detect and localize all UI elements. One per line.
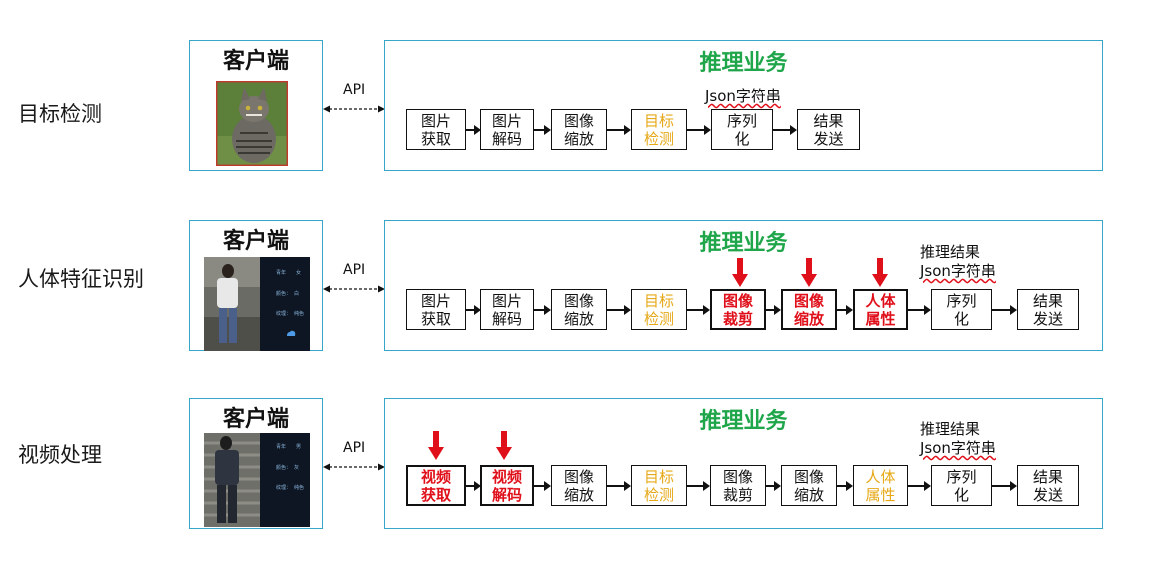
service-title: 推理业务 [699,50,788,76]
dashed-double-arrow-icon [323,463,385,471]
step-image-fetch: 图片 获取 [406,289,466,330]
step-image-fetch: 图片 获取 [406,109,466,150]
service-box: 推理业务 推理结果 Json字符串 图片 获取 图片 解码 图像 缩放 目标 检… [384,220,1103,351]
row-object-detection: 目标检测 客户端 API 推理业 [0,40,1165,175]
flow-arrow [992,305,1017,315]
service-title: 推理业务 [699,408,788,434]
flow-arrow [908,481,931,491]
result-note-line2: Json字符串 [920,262,996,280]
result-note-line1: 推理结果 [920,243,981,261]
flow-arrow [466,305,481,315]
step-human-attribute: 人体 属性 [853,289,908,330]
row-label: 人体特征识别 [18,267,144,291]
client-box: 客户端 青年 男 颜色： 灰 纹理： 纯色 [189,398,323,529]
api-label: API [343,440,366,456]
cloud-icon [287,330,296,336]
service-box: 推理业务 Json字符串 图片 获取 图片 解码 图像 缩放 目标 检测 序列 … [384,40,1103,171]
client-title: 客户端 [222,228,289,254]
step-serialize: 序列 化 [931,465,992,506]
row-label: 目标检测 [18,102,102,126]
flow-arrow [607,481,631,491]
flow-arrow [607,125,631,135]
api-label: API [343,262,366,278]
attr-gender: 女 [296,270,302,276]
step-video-fetch: 视频 获取 [406,465,466,506]
flow-arrow [534,125,551,135]
step-image-decode: 图片 解码 [480,109,534,150]
attr-color-value: 白 [294,291,300,297]
flow-arrow [766,305,781,315]
step-object-detection: 目标 检测 [631,465,687,506]
flow-arrow [466,125,481,135]
result-note-line1: 推理结果 [920,420,981,438]
flow-arrow [908,305,931,315]
dashed-double-arrow-icon [323,105,385,113]
step-video-decode: 视频 解码 [480,465,534,506]
attr-age: 青年 [276,444,287,450]
cat-photo [216,81,288,166]
person-photo: 青年 男 颜色： 灰 纹理： 纯色 [204,433,310,527]
step-serialize: 序列 化 [711,109,773,150]
red-down-arrow-icon [732,258,748,287]
flow-arrow [992,481,1017,491]
step-send-result: 结果 发送 [1017,289,1079,330]
step-object-detection: 目标 检测 [631,289,687,330]
row-label: 视频处理 [18,443,102,467]
dashed-double-arrow-icon [323,285,385,293]
flow-arrow [534,481,551,491]
step-image-crop: 图像 裁剪 [710,289,766,330]
flow-arrow [607,305,631,315]
flow-arrow [687,125,711,135]
step-serialize: 序列 化 [931,289,992,330]
flow-arrow [687,481,710,491]
flow-arrow [466,481,481,491]
step-image-resize: 图像 缩放 [551,465,607,506]
attribute-panel: 青年 男 颜色： 灰 纹理： 纯色 [264,433,310,527]
attr-texture-value: 纯色 [294,311,305,317]
attr-color-label: 颜色： [276,465,292,471]
step-image-resize: 图像 缩放 [551,289,607,330]
flow-arrow [773,125,797,135]
red-down-arrow-icon [801,258,817,287]
step-image-resize-2: 图像 缩放 [781,289,837,330]
attr-color-label: 颜色： [276,291,292,297]
flow-arrow [837,481,853,491]
client-box: 客户端 [189,40,323,171]
client-box: 客户端 青年 女 颜色： 白 纹理： 纯色 [189,220,323,351]
step-image-resize: 图像 缩放 [551,109,607,150]
service-box: 推理业务 推理结果 Json字符串 视频 获取 视频 解码 图像 缩放 目标 检… [384,398,1103,529]
attr-age: 青年 [276,270,287,276]
flow-arrow [687,305,710,315]
flow-arrow [534,305,551,315]
attr-texture-label: 纹理： [276,485,292,491]
step-image-decode: 图片 解码 [480,289,534,330]
attribute-panel: 青年 女 颜色： 白 纹理： 纯色 [264,257,310,351]
json-string-note: Json字符串 [705,87,781,105]
step-image-resize-2: 图像 缩放 [781,465,837,506]
attr-texture-value: 纯色 [294,485,305,491]
step-human-attribute: 人体 属性 [853,465,908,506]
red-down-arrow-icon [428,431,444,460]
client-title: 客户端 [222,48,289,74]
service-title: 推理业务 [699,230,788,256]
flow-arrow [837,305,853,315]
flow-arrow [766,481,781,491]
client-title: 客户端 [222,406,289,432]
step-send-result: 结果 发送 [797,109,860,150]
step-image-crop: 图像 裁剪 [710,465,766,506]
row-video-processing: 视频处理 客户端 青年 男 颜色： 灰 纹理： 纯色 API [0,398,1165,533]
red-down-arrow-icon [496,431,512,460]
attr-gender: 男 [296,444,302,450]
step-object-detection: 目标 检测 [631,109,687,150]
person-photo: 青年 女 颜色： 白 纹理： 纯色 [204,257,310,351]
result-note-line2: Json字符串 [920,439,996,457]
step-send-result: 结果 发送 [1017,465,1079,506]
api-label: API [343,82,366,98]
row-human-attribute: 人体特征识别 客户端 青年 女 颜色： 白 纹理： 纯色 [0,220,1165,355]
attr-texture-label: 纹理： [276,311,292,317]
attr-color-value: 灰 [294,465,300,471]
red-down-arrow-icon [872,258,888,287]
